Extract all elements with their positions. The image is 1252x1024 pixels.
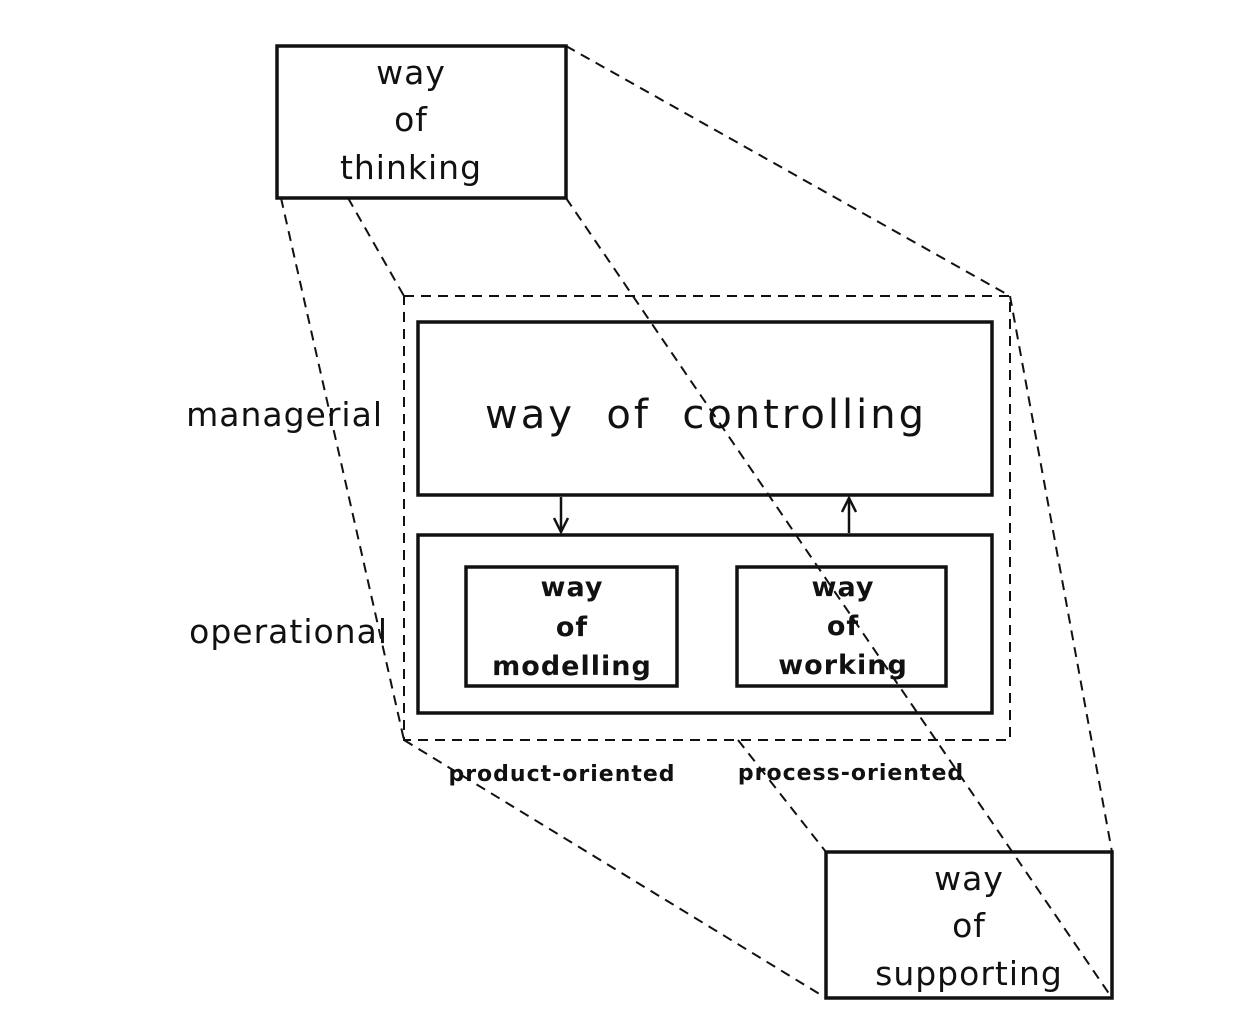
way-of-thinking-line: way bbox=[376, 53, 446, 92]
way-of-supporting-line: supporting bbox=[875, 954, 1063, 993]
feedback-up-arrow bbox=[840, 495, 858, 533]
way-of-working-line: working bbox=[778, 650, 908, 681]
projection-line bbox=[280, 197, 405, 741]
projection-line bbox=[737, 739, 827, 853]
way-of-modelling-line: way bbox=[541, 572, 604, 603]
process-oriented-label: process-oriented bbox=[738, 761, 964, 786]
way-of-modelling-box: way of modelling bbox=[464, 565, 679, 688]
projection-lines-bottom bbox=[403, 295, 1113, 999]
projection-line bbox=[403, 739, 827, 999]
product-oriented-label: product-oriented bbox=[448, 762, 675, 787]
way-of-supporting-box: way of supporting bbox=[824, 850, 1114, 1000]
projection-line bbox=[1009, 295, 1113, 853]
operational-label: operational bbox=[189, 612, 388, 651]
way-of-working-line: of bbox=[827, 611, 859, 642]
way-of-working-box: way of working bbox=[735, 565, 948, 688]
control-down-arrow bbox=[552, 497, 570, 535]
projection-line bbox=[347, 197, 405, 297]
way-of-supporting-line: way bbox=[934, 859, 1004, 898]
way-of-modelling-line: modelling bbox=[492, 651, 652, 682]
projection-line bbox=[565, 45, 1011, 297]
way-of-working-line: way bbox=[812, 572, 875, 603]
way-of-controlling-label: way of controlling bbox=[485, 392, 927, 438]
way-of-thinking-line: thinking bbox=[340, 148, 482, 187]
operational-container bbox=[416, 533, 994, 715]
way-of-thinking-line: of bbox=[394, 100, 428, 139]
way-of-thinking-box: way of thinking bbox=[275, 44, 568, 200]
way-of-controlling-box: way of controlling bbox=[416, 320, 994, 497]
way-of-supporting-line: of bbox=[952, 906, 986, 945]
managerial-label: managerial bbox=[186, 395, 383, 434]
method-frame bbox=[403, 295, 1011, 741]
projection-line bbox=[565, 197, 1113, 999]
way-of-modelling-line: of bbox=[556, 612, 588, 643]
projection-lines-top bbox=[280, 45, 1113, 999]
